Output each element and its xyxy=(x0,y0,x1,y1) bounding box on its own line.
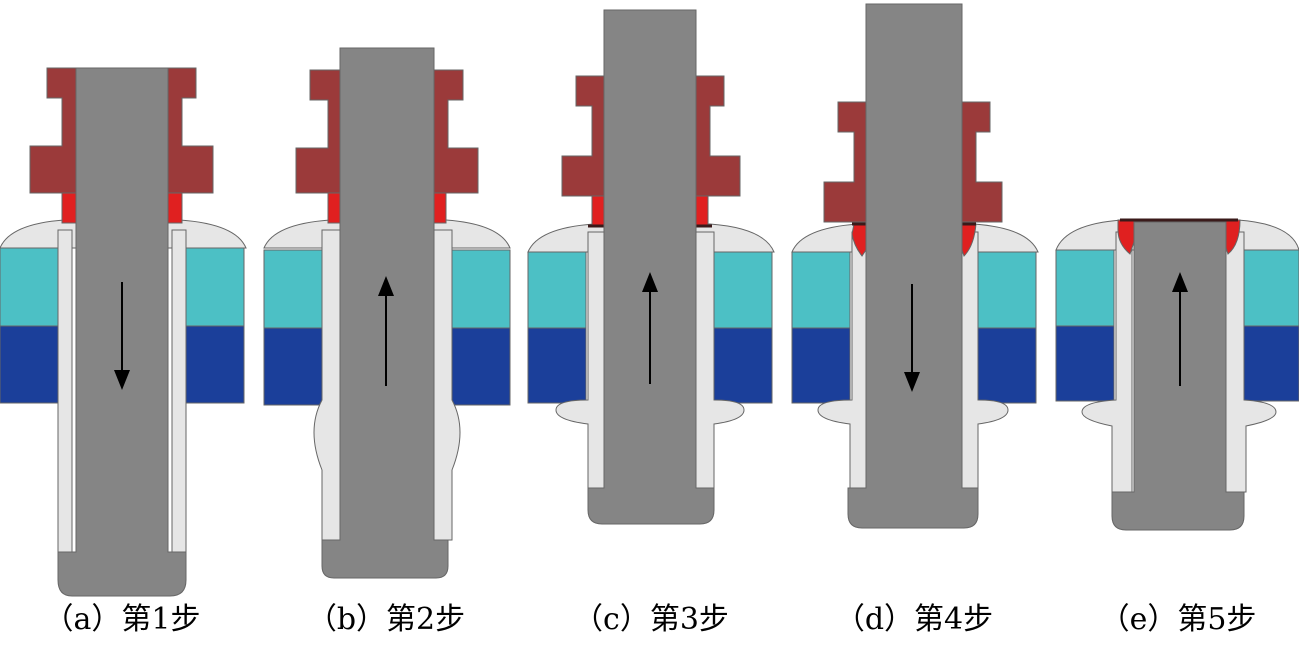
collar-right-a xyxy=(167,192,183,224)
bottom-plate-right-a xyxy=(185,325,245,404)
panel-e xyxy=(1055,218,1299,531)
collar-right-c xyxy=(695,195,709,227)
collar-left-c xyxy=(591,195,605,227)
top-plate-left-e xyxy=(1055,249,1115,327)
sleeve-right-a xyxy=(171,229,187,553)
caption-step-4: （d）第4步 xyxy=(834,602,994,637)
top-plate-right-c xyxy=(713,251,773,329)
sleeve-bulb-e xyxy=(1081,231,1277,493)
collar-left-a xyxy=(61,192,77,224)
collar-left-d xyxy=(851,223,867,257)
bottom-plate-right-d xyxy=(977,327,1037,404)
sleeve-left-a xyxy=(57,229,73,553)
top-plate-left-c xyxy=(527,251,587,329)
nose-piece-b xyxy=(295,69,479,194)
bottom-plate-left-d xyxy=(791,327,851,404)
collar-left-b xyxy=(327,192,341,224)
top-plate-left-d xyxy=(791,251,851,329)
mandrel-d xyxy=(847,3,979,529)
top-plate-right-b xyxy=(451,249,511,329)
bottom-plate-right-c xyxy=(713,327,773,404)
bottom-plate-left-e xyxy=(1055,325,1115,402)
bottom-plate-right-b xyxy=(451,327,511,406)
bottom-plate-left-b xyxy=(263,327,323,406)
mandrel-e xyxy=(1111,221,1245,531)
caption-step-5: （e）第5步 xyxy=(1099,602,1257,637)
bottom-plate-right-e xyxy=(1243,325,1299,402)
top-plate-right-d xyxy=(977,251,1037,329)
sleeve-bulb-c xyxy=(555,231,745,489)
bottom-plate-left-c xyxy=(527,327,587,404)
caption-step-3: （c）第3步 xyxy=(573,602,729,637)
panel-c xyxy=(527,9,775,525)
caption-step-2: （b）第2步 xyxy=(306,602,466,637)
top-plate-left-b xyxy=(263,249,323,329)
collar-right-b xyxy=(433,192,447,224)
panel-b xyxy=(263,47,511,579)
panel-d xyxy=(791,3,1039,529)
top-plate-right-e xyxy=(1243,249,1299,327)
top-plate-left-a xyxy=(0,247,59,327)
top-plate-right-a xyxy=(185,247,245,327)
panel-a xyxy=(0,67,247,597)
bottom-plate-left-a xyxy=(0,325,59,404)
mandrel-c xyxy=(587,9,715,525)
caption-step-1: （a）第1步 xyxy=(43,602,201,637)
